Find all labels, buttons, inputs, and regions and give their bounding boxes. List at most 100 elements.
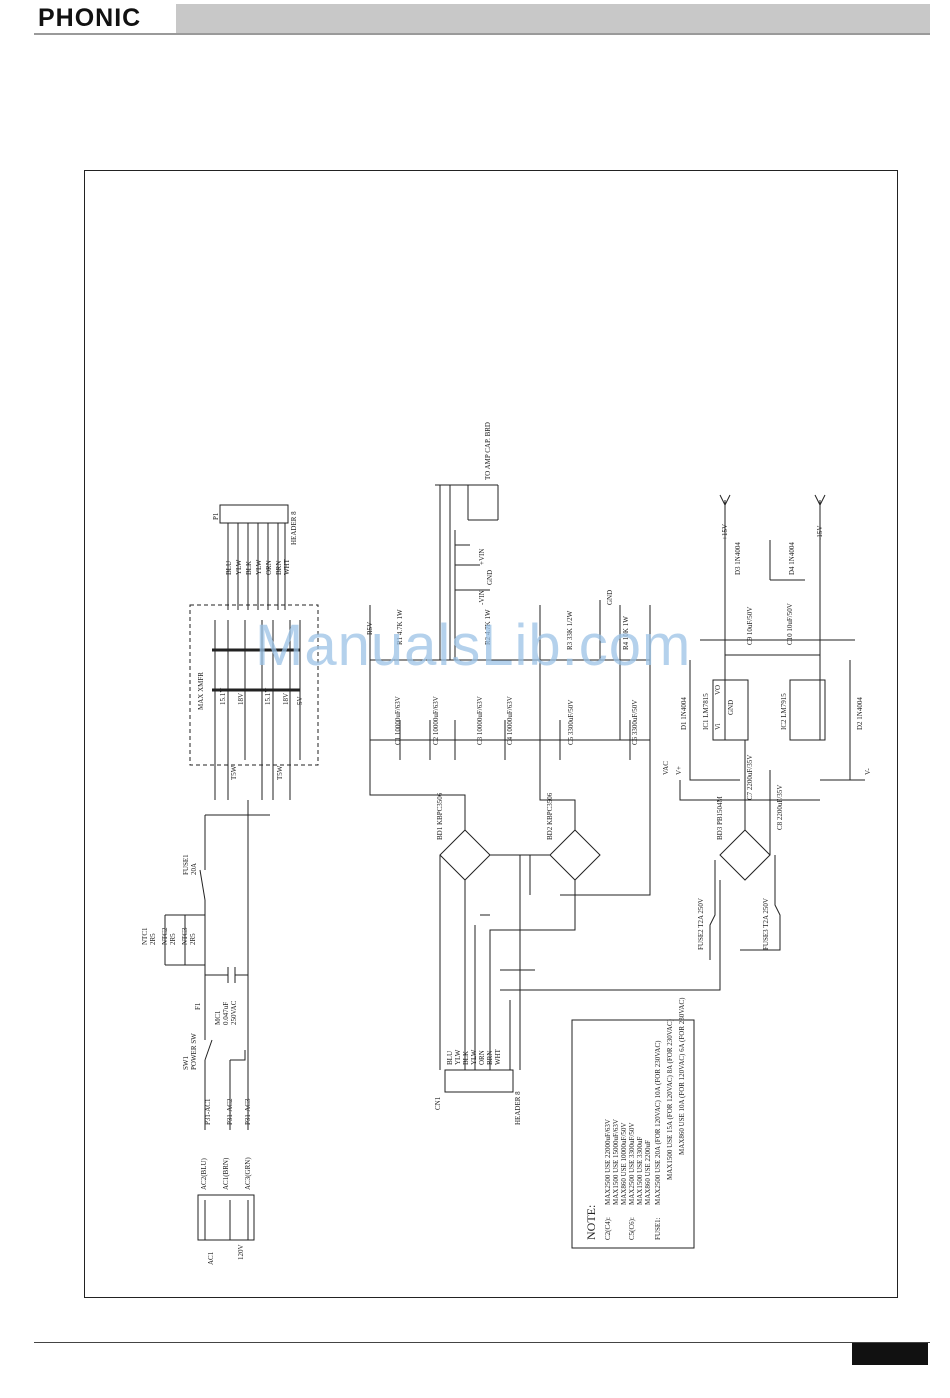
lbl-t5w-b: T5W xyxy=(276,765,284,780)
lbl-ac3: AC3(GRN) xyxy=(244,1157,252,1190)
lbl-pos15: +15V xyxy=(721,524,729,540)
lbl-w2: 15.1V xyxy=(264,688,272,705)
bd2-bridge xyxy=(549,829,601,881)
rail-a xyxy=(369,605,466,830)
lbl-p1-ylw: YLW xyxy=(235,559,243,575)
lbl-fuse1: FUSE1 xyxy=(182,854,190,875)
lbl-header8: HEADER 8 xyxy=(290,511,298,545)
lbl-gnd1: GND xyxy=(486,570,494,585)
reg-rails xyxy=(724,500,821,740)
ntc-wires xyxy=(164,915,206,965)
ic1-box xyxy=(712,679,749,741)
note-line-8: MAX860 USE 2200uF xyxy=(644,1140,652,1205)
lbl-t5w-a: T5W xyxy=(230,765,238,780)
diode-legs xyxy=(689,660,851,781)
lbl-r4: R4 10K 1W xyxy=(622,616,630,650)
lbl-bd1: BD1 KBPC3506 xyxy=(436,792,444,840)
lbl-cn-wht: WHT xyxy=(494,1048,502,1065)
lbl-ntc2-v: 2R5 xyxy=(169,933,177,945)
lbl-p1-wht: WHT xyxy=(283,558,291,575)
lbl-mc1-val: 0.047uF xyxy=(222,1002,230,1025)
lbl-c10: C10 10uF/50V xyxy=(786,603,794,645)
lbl-vin-neg: -VIN xyxy=(478,590,486,605)
lbl-cn-ylw: YLW xyxy=(454,1049,462,1065)
lbl-vo: VO xyxy=(714,685,722,695)
amp-cap-feed xyxy=(435,484,499,660)
transformer-box xyxy=(189,604,319,766)
fuse-wiring xyxy=(709,855,781,960)
note-line-2: MAX2500 USE 22000uF/63V xyxy=(604,1119,612,1205)
rail-arrows xyxy=(719,494,826,507)
lbl-ic2: IC2 LM7915 xyxy=(780,693,788,730)
lbl-p1-blk: BLK xyxy=(245,561,253,575)
lbl-cn-blk: BLK xyxy=(462,1051,470,1065)
lbl-ntc3: NTC3 xyxy=(181,927,189,945)
lbl-p1-orn: ORN xyxy=(265,560,273,575)
lbl-p1-brn: BRN xyxy=(275,561,283,575)
lbl-bd2: BD2 KBPC3506 xyxy=(546,792,554,840)
lbl-ac1b: AC1(BRN) xyxy=(222,1157,230,1190)
lbl-vplus: V+ xyxy=(675,766,683,775)
page-number-box xyxy=(852,1343,928,1365)
lbl-p1: P1 xyxy=(212,512,220,520)
watermark: ManualsLib.com xyxy=(255,613,692,678)
note-line-9: FUSE1: xyxy=(654,1217,662,1240)
footer-rule xyxy=(34,1342,930,1343)
note-line-11: MAX1500 USE 15A (FOR 120VAC) 8A (FOR 230… xyxy=(666,1018,674,1180)
lbl-p31-ac1: P31-AC1 xyxy=(204,1098,212,1125)
rail-c xyxy=(560,605,651,896)
lbl-cn-orn: ORN xyxy=(478,1050,486,1065)
windings xyxy=(214,620,301,760)
note-line-4: MAX860 USE 10000uF/50V xyxy=(620,1123,628,1205)
lbl-fuse3: FUSE3 T2A 250V xyxy=(762,898,770,950)
lbl-w4: 18V xyxy=(282,693,290,705)
lbl-c8: C8 2200uF/35V xyxy=(776,785,784,830)
cap-legs xyxy=(399,720,631,760)
cn1-connector xyxy=(444,1069,514,1093)
reg-out xyxy=(679,740,865,855)
reg-links xyxy=(700,540,855,641)
note-line-10: MAX2500 USE 20A (FOR 120VAC) 10A (FOR 23… xyxy=(654,1040,662,1205)
gnd-wire xyxy=(230,1050,246,1061)
lbl-ntc3-v: 2R5 xyxy=(189,933,197,945)
lbl-mc1-v: 250VAC xyxy=(230,1000,238,1025)
lbl-ic-gnd: GND xyxy=(727,700,735,715)
lbl-r3: R3 33K 1/2W xyxy=(566,610,574,650)
header-rule xyxy=(34,33,930,35)
lbl-r2: R2 4.7K 1W xyxy=(484,609,492,645)
lbl-c3: C3 10000uF/63V xyxy=(476,696,484,745)
gnd-links xyxy=(454,530,490,660)
lbl-cn-brn: BRN xyxy=(486,1051,494,1065)
note-line-7: MAX1500 USE 3300uF xyxy=(636,1136,644,1205)
lbl-cn1: CN1 xyxy=(434,1096,442,1110)
lbl-sw1: SW1 xyxy=(182,1056,190,1071)
ac-input-wires xyxy=(204,1200,249,1240)
lbl-vac: VAC xyxy=(662,761,670,775)
note-line-1: C2(C4): xyxy=(604,1217,612,1240)
note-line-3: MAX1500 USE 15000uF/63V xyxy=(612,1119,620,1205)
lbl-c7: C7 2200uF/35V xyxy=(746,755,754,800)
lbl-ac2: AC2(BLU) xyxy=(200,1157,208,1190)
lbl-fuse2: FUSE2 T2A 250V xyxy=(697,898,705,950)
rail-b xyxy=(539,605,576,830)
ic2-box xyxy=(789,679,826,741)
lbl-gnd2: GND xyxy=(606,590,614,605)
lbl-power-sw: POWER SW xyxy=(190,1033,198,1070)
lbl-c6: C6 3300uF/50V xyxy=(631,700,639,745)
lbl-w3: 18V xyxy=(237,693,245,705)
lbl-vminus: V- xyxy=(864,768,872,775)
lbl-ic1: IC1 LM7815 xyxy=(702,693,710,730)
lbl-c4: C4 10000uF/63V xyxy=(506,696,514,745)
lbl-c9: C9 10uF/50V xyxy=(746,607,754,645)
lbl-fuse1-v: 20A xyxy=(190,863,198,875)
lbl-bd3: BD3 PB1504M xyxy=(716,795,724,840)
lbl-vin: +VIN xyxy=(478,549,486,565)
note-line-6: MAX2500 USE 3300uF/50V xyxy=(628,1123,636,1205)
lbl-d1: D1 1N4004 xyxy=(680,697,688,730)
schematic-frame xyxy=(84,170,898,1298)
bridge-wiring xyxy=(439,854,721,1070)
phonic-logo: PHONIC xyxy=(38,4,142,32)
lbl-d3: D3 1N4004 xyxy=(734,542,742,575)
note-title: NOTE: xyxy=(584,1205,598,1240)
